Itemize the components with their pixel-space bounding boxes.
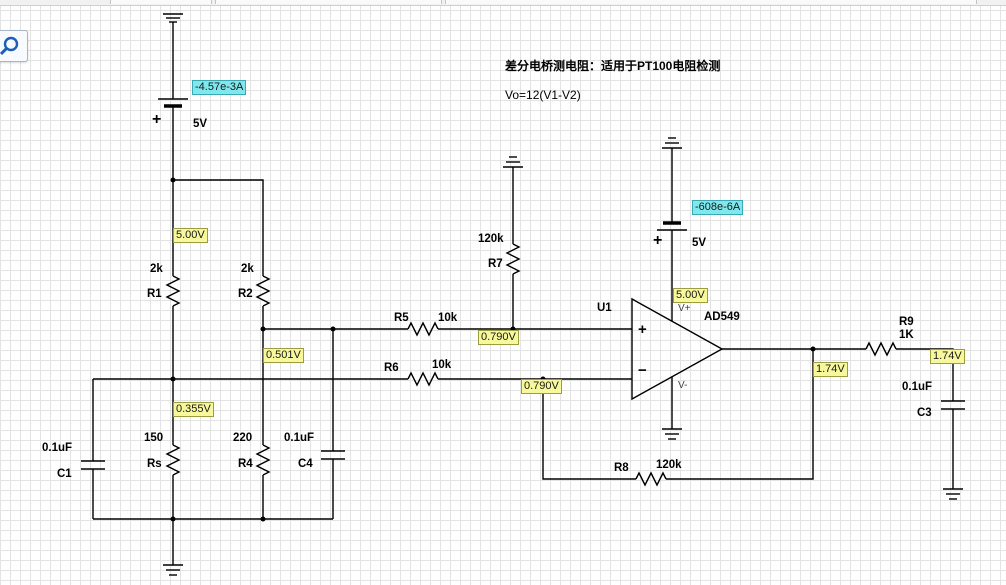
voltage-probe-output[interactable]: 1.74V: [813, 362, 848, 377]
battery-v2-label: 5V: [692, 237, 706, 249]
c1-name: C1: [57, 468, 72, 480]
r2-value: 2k: [241, 263, 254, 275]
voltage-probe-top[interactable]: 5.00V: [173, 228, 208, 243]
resistor-r7[interactable]: [505, 243, 521, 275]
junction-dot: [810, 346, 816, 352]
junction-dot: [260, 326, 266, 332]
toolbar-tab[interactable]: [110, 0, 212, 4]
ground-symbol: [662, 137, 682, 149]
top-toolbar-strip: [0, 0, 1006, 6]
capacitor-c1[interactable]: [81, 460, 105, 470]
toolbar-tab[interactable]: [445, 0, 977, 4]
capacitor-c4[interactable]: [321, 450, 345, 460]
voltage-probe-inv[interactable]: 0.790V: [521, 379, 562, 394]
ground-symbol: [503, 156, 523, 168]
r5-value: 10k: [438, 312, 458, 324]
opamp-u1[interactable]: [631, 297, 724, 401]
opamp-part: AD549: [704, 311, 740, 323]
opamp-minus-sign: −: [638, 362, 647, 379]
voltage-probe-bridge-left[interactable]: 0.355V: [173, 402, 214, 417]
battery-v1-label: 5V: [193, 118, 207, 130]
ground-symbol: [163, 564, 183, 576]
magnifier-icon: [0, 36, 19, 56]
junction-dot: [170, 516, 176, 522]
r8-name: R8: [614, 462, 629, 474]
r4-value: 220: [233, 432, 252, 444]
voltage-probe-noninv[interactable]: 0.790V: [478, 330, 519, 345]
battery-v2[interactable]: +: [653, 221, 687, 249]
voltage-probe-opamp-supply[interactable]: 5.00V: [673, 288, 708, 303]
opamp-vplus-pin: V+: [678, 303, 691, 314]
opamp-plus-sign: +: [638, 321, 647, 338]
rs-name: Rs: [147, 458, 162, 470]
voltage-probe-bridge-right[interactable]: 0.501V: [263, 348, 304, 363]
r1-name: R1: [147, 288, 162, 300]
zoom-button[interactable]: [0, 30, 28, 62]
r9-value: 1K: [899, 329, 914, 341]
wire: [666, 349, 814, 480]
r4-name: R4: [238, 458, 253, 470]
ground-symbol: [943, 488, 963, 500]
resistor-r8[interactable]: [635, 471, 667, 487]
junction-dot: [170, 376, 176, 382]
r9-name: R9: [899, 316, 914, 328]
circuit-title: 差分电桥测电阻：适用于PT100电阻检测: [504, 58, 720, 73]
c4-name: C4: [298, 458, 313, 470]
resistor-r2[interactable]: [255, 275, 271, 307]
opamp-vminus-pin: V-: [678, 380, 687, 391]
junction-dot: [260, 516, 266, 522]
c3-value: 0.1uF: [902, 381, 932, 393]
r6-name: R6: [384, 362, 399, 374]
current-probe-v1[interactable]: -4.57e-3A: [192, 80, 247, 95]
resistor-r4[interactable]: [255, 444, 271, 476]
r7-value: 120k: [478, 233, 504, 245]
current-probe-v2[interactable]: -608e-6A: [692, 200, 744, 215]
toolbar-tab[interactable]: [215, 0, 442, 4]
battery-v1[interactable]: +: [152, 98, 188, 128]
opamp-name: U1: [597, 302, 612, 314]
r7-name: R7: [488, 258, 503, 270]
voltage-probe-filtered[interactable]: 1.74V: [930, 349, 965, 364]
r1-value: 2k: [150, 263, 163, 275]
gain-formula: Vo=12(V1-V2): [505, 88, 581, 102]
r8-value: 120k: [656, 459, 682, 471]
resistor-r5[interactable]: [407, 321, 439, 337]
c4-value: 0.1uF: [284, 432, 314, 444]
svg-text:+: +: [653, 232, 662, 249]
wire: [173, 179, 264, 276]
rs-value: 150: [144, 432, 163, 444]
svg-text:+: +: [152, 111, 161, 128]
capacitor-c3[interactable]: [941, 400, 965, 410]
c1-value: 0.1uF: [42, 442, 72, 454]
ground-symbol: [662, 428, 682, 440]
junction-dot: [170, 177, 176, 183]
ground-symbol: [163, 13, 183, 23]
r2-name: R2: [238, 288, 253, 300]
resistor-r6[interactable]: [407, 371, 439, 387]
resistor-r1[interactable]: [165, 275, 181, 307]
r6-value: 10k: [432, 359, 452, 371]
resistor-r9[interactable]: [865, 341, 897, 357]
r5-name: R5: [394, 312, 409, 324]
resistor-rs[interactable]: [165, 444, 181, 476]
wire: [542, 379, 636, 480]
c3-name: C3: [917, 407, 932, 419]
